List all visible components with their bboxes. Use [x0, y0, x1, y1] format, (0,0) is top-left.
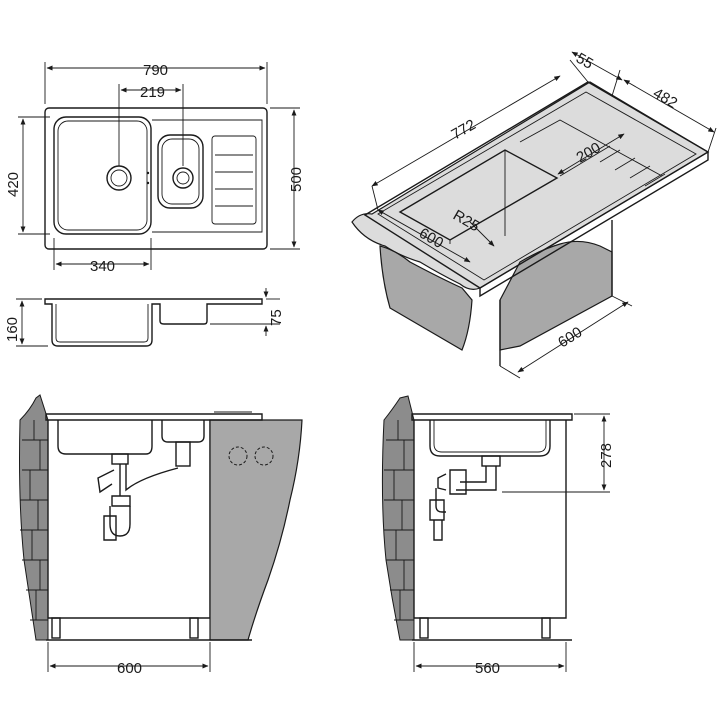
dim-600-side: 600: [555, 324, 585, 352]
side-view: 560 278: [381, 395, 615, 677]
top-view: 790 219 420 500 340: [5, 62, 305, 275]
dim-340: 340: [90, 258, 115, 275]
dim-55: 55: [573, 50, 596, 73]
dim-560: 560: [475, 660, 500, 677]
front-view: 600: [19, 394, 303, 677]
dim-75: 75: [268, 309, 285, 326]
dim-420: 420: [5, 172, 22, 197]
perspective-view: 55 482 772 200 R25 600 600: [351, 50, 717, 379]
dim-790: 790: [143, 62, 168, 79]
dim-772: 772: [449, 116, 479, 143]
dim-219: 219: [140, 84, 165, 101]
dim-278: 278: [598, 443, 615, 468]
dim-160: 160: [4, 317, 21, 342]
dim-482: 482: [650, 85, 680, 112]
side-profile-view: 160 75: [4, 288, 285, 347]
dim-600-front-view: 600: [117, 660, 142, 677]
dim-500: 500: [288, 167, 305, 192]
